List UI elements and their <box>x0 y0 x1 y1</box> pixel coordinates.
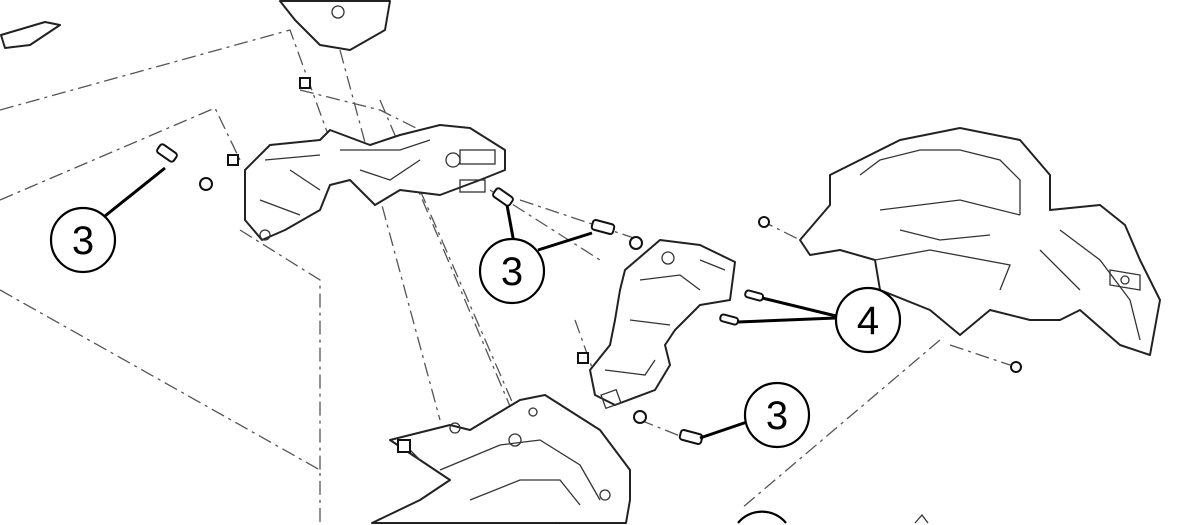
fasteners <box>156 77 1022 453</box>
left-mounting-bracket <box>244 124 506 241</box>
lower-frame-part <box>371 394 631 524</box>
callout-3-center: 3 <box>478 237 546 305</box>
callout-label: 3 <box>501 250 523 294</box>
callout-label: 3 <box>72 219 94 263</box>
callout-4-right: 4 <box>834 286 902 354</box>
upper-cover-part <box>0 0 391 51</box>
callout-leaders <box>104 166 837 440</box>
callout-label: 4 <box>857 299 879 343</box>
callout-label: 3 <box>766 394 788 438</box>
center-mounting-bracket <box>589 239 736 410</box>
callout-3-lower: 3 <box>743 381 811 449</box>
rear-fender-assembly <box>799 127 1161 356</box>
callout-3-left: 3 <box>49 206 117 274</box>
callout-partial-bottom <box>737 510 929 524</box>
